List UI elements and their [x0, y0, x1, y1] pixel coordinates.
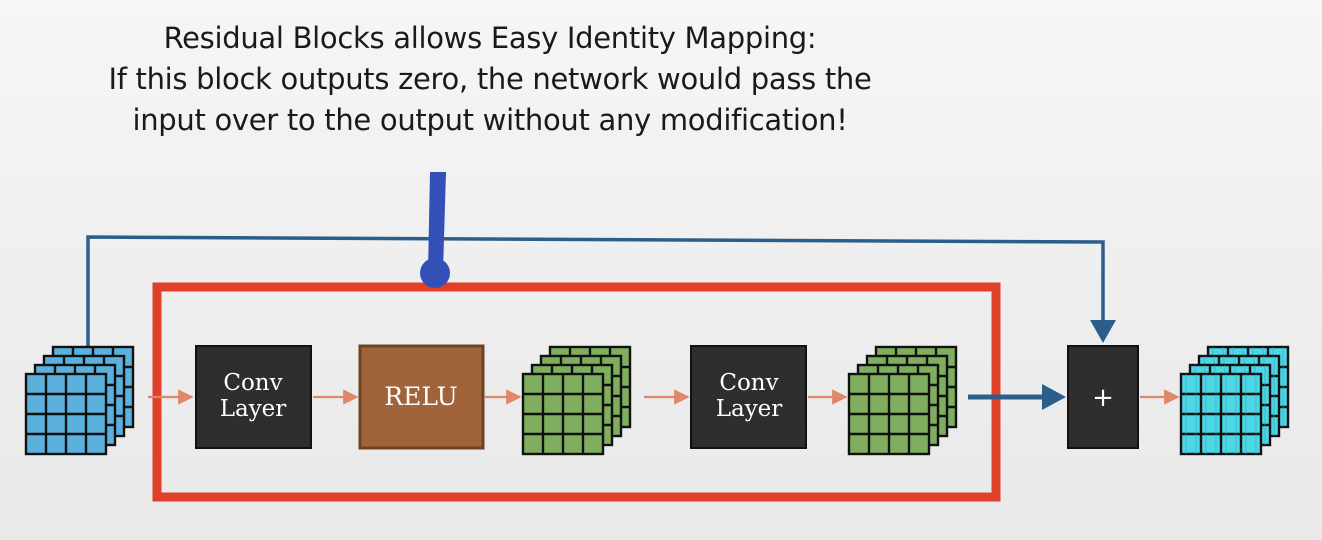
residual-block-frame	[152, 282, 1001, 502]
conv-layer-2-label-top: Conv	[719, 370, 778, 396]
relu-label: RELU	[384, 382, 457, 411]
block-output-arrowhead	[1042, 384, 1066, 410]
conv-layer-2-label-bottom: Layer	[716, 396, 783, 422]
conv-layer-block-2: Conv Layer	[690, 345, 807, 449]
feature-map-stack-2	[847, 345, 958, 456]
tensor-layer	[847, 372, 931, 456]
skip-connection-line	[86, 235, 1105, 350]
heading-line-1: Residual Blocks allows Easy Identity Map…	[163, 21, 817, 55]
tensor-layer	[521, 372, 605, 456]
tensor-layer	[24, 372, 108, 456]
addition-block: +	[1067, 345, 1139, 449]
output-tensor-stack	[1179, 345, 1290, 456]
heading-line-2: If this block outputs zero, the network …	[108, 62, 872, 96]
input-tensor-stack	[24, 345, 135, 456]
diagram-heading: Residual Blocks allows Easy Identity Map…	[40, 18, 940, 141]
relu-block: RELU	[358, 344, 485, 450]
pointer-marker	[420, 172, 450, 288]
skip-arrowhead	[1090, 320, 1116, 343]
conv-layer-block-1: Conv Layer	[195, 345, 312, 449]
addition-symbol: +	[1092, 383, 1114, 413]
conv-layer-1-label-top: Conv	[223, 370, 282, 396]
conv-layer-1-label-bottom: Layer	[220, 396, 287, 422]
tensor-layer	[1179, 372, 1263, 456]
heading-line-3: input over to the output without any mod…	[132, 103, 848, 137]
feature-map-stack-1	[521, 345, 632, 456]
